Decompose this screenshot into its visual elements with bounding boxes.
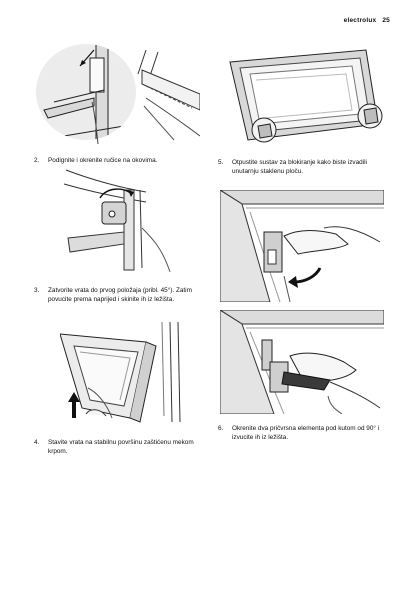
step-text: Podignite i okrenite ručice na okovima. (48, 157, 158, 164)
step-text: Stavite vrata na stabilnu površinu zašti… (48, 439, 194, 455)
illustration-rotate-hinge (62, 168, 172, 274)
page-header: electrolux 25 (344, 17, 390, 24)
illustration-glass-panel (220, 44, 384, 146)
step-2: 2. Podignite i okrenite ručice na okovim… (34, 156, 202, 165)
step-5: 5. Otpustite sustav za blokiranje kako b… (218, 158, 390, 176)
step-3: 3. Zatvorite vrata do prvog položaja (pr… (34, 286, 202, 304)
step-text: Zatvorite vrata do prvog položaja (pribl… (48, 287, 192, 303)
brand-name: electrolux (343, 17, 377, 24)
step-number: 3. (34, 287, 40, 294)
step-4: 4. Stavite vrata na stabilnu površinu za… (34, 438, 202, 456)
step-number: 2. (34, 157, 40, 164)
step-text: Otpustite sustav za blokiranje kako bist… (232, 159, 367, 175)
step-text: Okrenite dva pričvrsna elementa pod kuto… (232, 425, 380, 441)
illustration-door-removal (60, 322, 188, 424)
illustration-hinge-lever (34, 40, 200, 144)
illustration-rotate-fasteners (220, 310, 384, 414)
step-number: 6. (218, 425, 224, 432)
illustration-release-lock (220, 190, 384, 302)
step-number: 5. (218, 159, 224, 166)
step-6: 6. Okrenite dva pričvrsna elementa pod k… (218, 424, 390, 442)
step-number: 4. (34, 439, 40, 446)
page-number: 25 (382, 17, 390, 24)
